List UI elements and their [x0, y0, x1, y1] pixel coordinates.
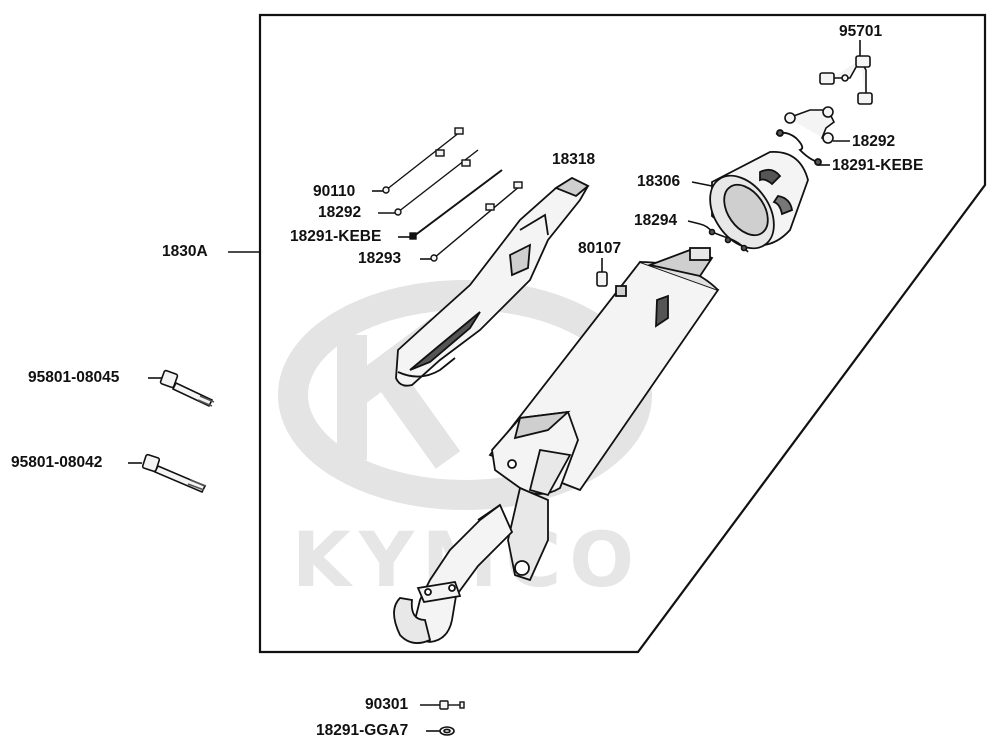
part-18294-gasket: [699, 223, 749, 253]
label-18291-kebe-left: 18291-KEBE: [290, 228, 382, 245]
part-18291-kebe-right-clamp: [775, 129, 822, 166]
label-18294: 18294: [634, 212, 678, 229]
label-95801-08042: 95801-08042: [11, 454, 103, 471]
label-90110: 90110: [313, 183, 356, 200]
part-80107-nut: [596, 271, 608, 287]
label-18292-left: 18292: [318, 204, 362, 221]
muffler-body: [488, 247, 720, 582]
part-95701-bolts: [819, 55, 873, 105]
label-18293: 18293: [358, 250, 402, 267]
label-18291-kebe-right: 18291-KEBE: [832, 157, 924, 174]
exhaust-pipe: [393, 503, 514, 644]
part-18291-gga7-washer: [439, 726, 455, 736]
part-95801-08045-bolt: [159, 369, 215, 408]
leader-lines: [128, 40, 861, 732]
label-90301: 90301: [365, 696, 409, 713]
label-18291-gga7: 18291-GGA7: [316, 722, 409, 739]
part-18306-end-cap: [709, 151, 809, 250]
part-18292-right-bracket: [784, 106, 836, 144]
label-95801-08045: 95801-08045: [28, 369, 120, 386]
assembly-outline: [258, 13, 987, 654]
label-1830a: 1830A: [162, 243, 208, 260]
label-18306: 18306: [637, 173, 681, 190]
label-80107: 80107: [578, 240, 622, 257]
part-18318-heat-shield: [395, 176, 590, 387]
part-90301-screw: [439, 700, 465, 710]
shield-screws: [382, 127, 523, 262]
label-95701: 95701: [839, 23, 883, 40]
part-95801-08042-bolt: [141, 453, 207, 494]
label-18292-right: 18292: [852, 133, 896, 150]
label-18318: 18318: [552, 151, 596, 168]
